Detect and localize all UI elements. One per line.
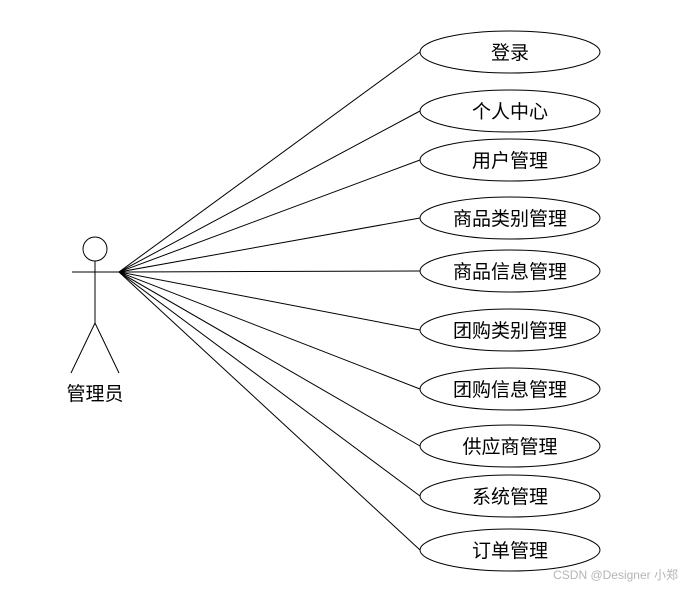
association-line — [118, 159, 421, 273]
use-case-label: 登录 — [491, 42, 529, 64]
association-line — [118, 271, 421, 551]
use-case: 商品信息管理 — [419, 249, 601, 293]
association-line — [118, 110, 421, 273]
use-case-ellipse — [419, 367, 601, 411]
use-case: 个人中心 — [419, 89, 601, 133]
use-case-label: 团购类别管理 — [453, 320, 567, 342]
association-line — [118, 271, 421, 447]
actor-label: 管理员 — [66, 383, 123, 405]
use-case-ellipse — [419, 30, 601, 74]
use-case: 用户管理 — [419, 138, 601, 182]
association-line — [118, 270, 421, 273]
association-line — [118, 217, 421, 273]
use-case-ellipse — [419, 196, 601, 240]
use-case: 团购类别管理 — [419, 308, 601, 352]
use-case-label: 团购信息管理 — [453, 379, 567, 401]
use-cases: 登录个人中心用户管理商品类别管理商品信息管理团购类别管理团购信息管理供应商管理系… — [419, 30, 601, 572]
association-line — [118, 271, 421, 390]
use-case: 登录 — [419, 30, 601, 74]
use-case-ellipse — [419, 249, 601, 293]
use-case: 团购信息管理 — [419, 367, 601, 411]
use-case-label: 商品信息管理 — [453, 261, 567, 283]
actor-head — [82, 236, 108, 262]
use-case-label: 订单管理 — [472, 540, 548, 562]
actor-manager: 管理员 — [66, 236, 124, 405]
association-lines — [118, 51, 421, 551]
use-case-ellipse — [419, 308, 601, 352]
use-case-label: 个人中心 — [472, 101, 548, 123]
use-case: 订单管理 — [419, 528, 601, 572]
association-line — [118, 51, 421, 273]
association-line — [118, 271, 421, 331]
watermark: CSDN @Designer 小郑 — [553, 568, 678, 582]
use-case: 供应商管理 — [419, 424, 601, 468]
use-case-ellipse — [419, 474, 601, 518]
actor-left-leg — [70, 322, 96, 374]
use-case-ellipse — [419, 89, 601, 133]
use-case-label: 商品类别管理 — [453, 208, 567, 230]
use-case-label: 供应商管理 — [462, 436, 557, 458]
use-case-label: 系统管理 — [472, 486, 548, 508]
use-case-ellipse — [419, 138, 601, 182]
use-case-ellipse — [419, 424, 601, 468]
actor-right-leg — [94, 322, 120, 374]
use-case-label: 用户管理 — [472, 150, 548, 172]
use-case: 系统管理 — [419, 474, 601, 518]
use-case-ellipse — [419, 528, 601, 572]
use-case: 商品类别管理 — [419, 196, 601, 240]
association-line — [118, 271, 421, 497]
